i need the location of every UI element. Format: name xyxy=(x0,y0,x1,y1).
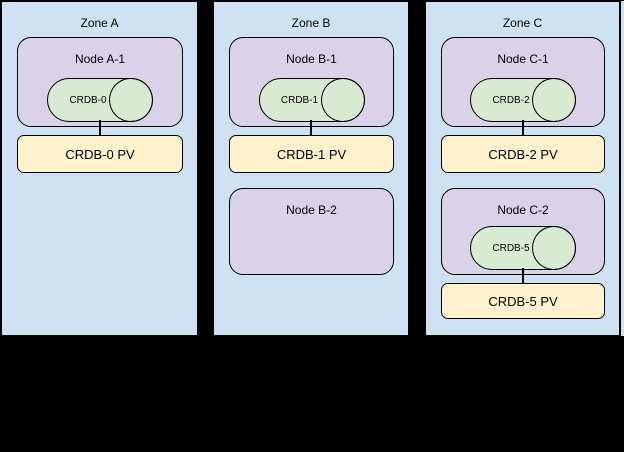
connector-node-c1-to-pv xyxy=(521,120,524,137)
node-a1-label: Node A-1 xyxy=(74,52,126,66)
cylinder-end-cap-icon xyxy=(109,77,154,123)
database-cylinder-icon: CRDB-1 xyxy=(258,77,365,123)
zone-a: Zone A Node A-1 CRDB-0 CRDB-0 PV xyxy=(1,1,198,336)
database-cylinder-icon: CRDB-2 xyxy=(470,77,577,123)
cropped-zone-edge xyxy=(621,1,624,336)
node-c1-label: Node C-1 xyxy=(497,52,549,66)
pv-crdb-1-label: CRDB-1 PV xyxy=(276,146,347,162)
pv-crdb-5: CRDB-5 PV xyxy=(441,283,605,319)
crdb-1-label: CRDB-1 xyxy=(280,94,319,106)
zone-b-label: Zone B xyxy=(291,16,331,30)
cylinder-end-cap-icon xyxy=(532,77,577,123)
connector-node-b1-to-pv xyxy=(310,120,312,137)
node-b1: Node B-1 CRDB-1 xyxy=(229,37,394,127)
pv-crdb-1: CRDB-1 PV xyxy=(229,135,394,173)
pv-crdb-2-label: CRDB-2 PV xyxy=(488,146,558,162)
node-a1: Node A-1 CRDB-0 xyxy=(17,37,183,127)
cylinder-end-cap-icon xyxy=(320,77,365,123)
database-cylinder-icon: CRDB-5 xyxy=(470,225,577,271)
zone-a-label: Zone A xyxy=(80,16,119,30)
node-b2: Node B-2 xyxy=(229,188,394,275)
node-b1-label: Node B-1 xyxy=(286,52,337,66)
pv-crdb-0-label: CRDB-0 PV xyxy=(65,146,135,162)
pv-crdb-0: CRDB-0 PV xyxy=(17,135,183,173)
crdb-5-label: CRDB-5 xyxy=(492,242,530,254)
zone-c-label: Zone C xyxy=(502,16,543,30)
pv-crdb-2: CRDB-2 PV xyxy=(441,135,605,173)
node-b2-label: Node B-2 xyxy=(286,203,337,217)
node-c2-label: Node C-2 xyxy=(497,203,549,217)
connector-node-c2-to-pv xyxy=(521,268,524,285)
pv-crdb-5-label: CRDB-5 PV xyxy=(488,293,558,309)
crdb-2-label: CRDB-2 xyxy=(492,94,530,106)
crdb-0-label: CRDB-0 xyxy=(69,94,107,106)
node-c2: Node C-2 CRDB-5 xyxy=(441,188,605,275)
connector-node-a1-to-pv xyxy=(98,120,101,137)
cylinder-end-cap-icon xyxy=(532,225,577,271)
database-cylinder-icon: CRDB-0 xyxy=(47,77,154,123)
node-c1: Node C-1 CRDB-2 xyxy=(441,37,605,127)
zone-b: Zone B Node B-1 CRDB-1 CRDB-1 PV Node B-… xyxy=(213,1,409,336)
zone-c: Zone C Node C-1 CRDB-2 CRDB-2 PV Node C-… xyxy=(425,1,620,336)
